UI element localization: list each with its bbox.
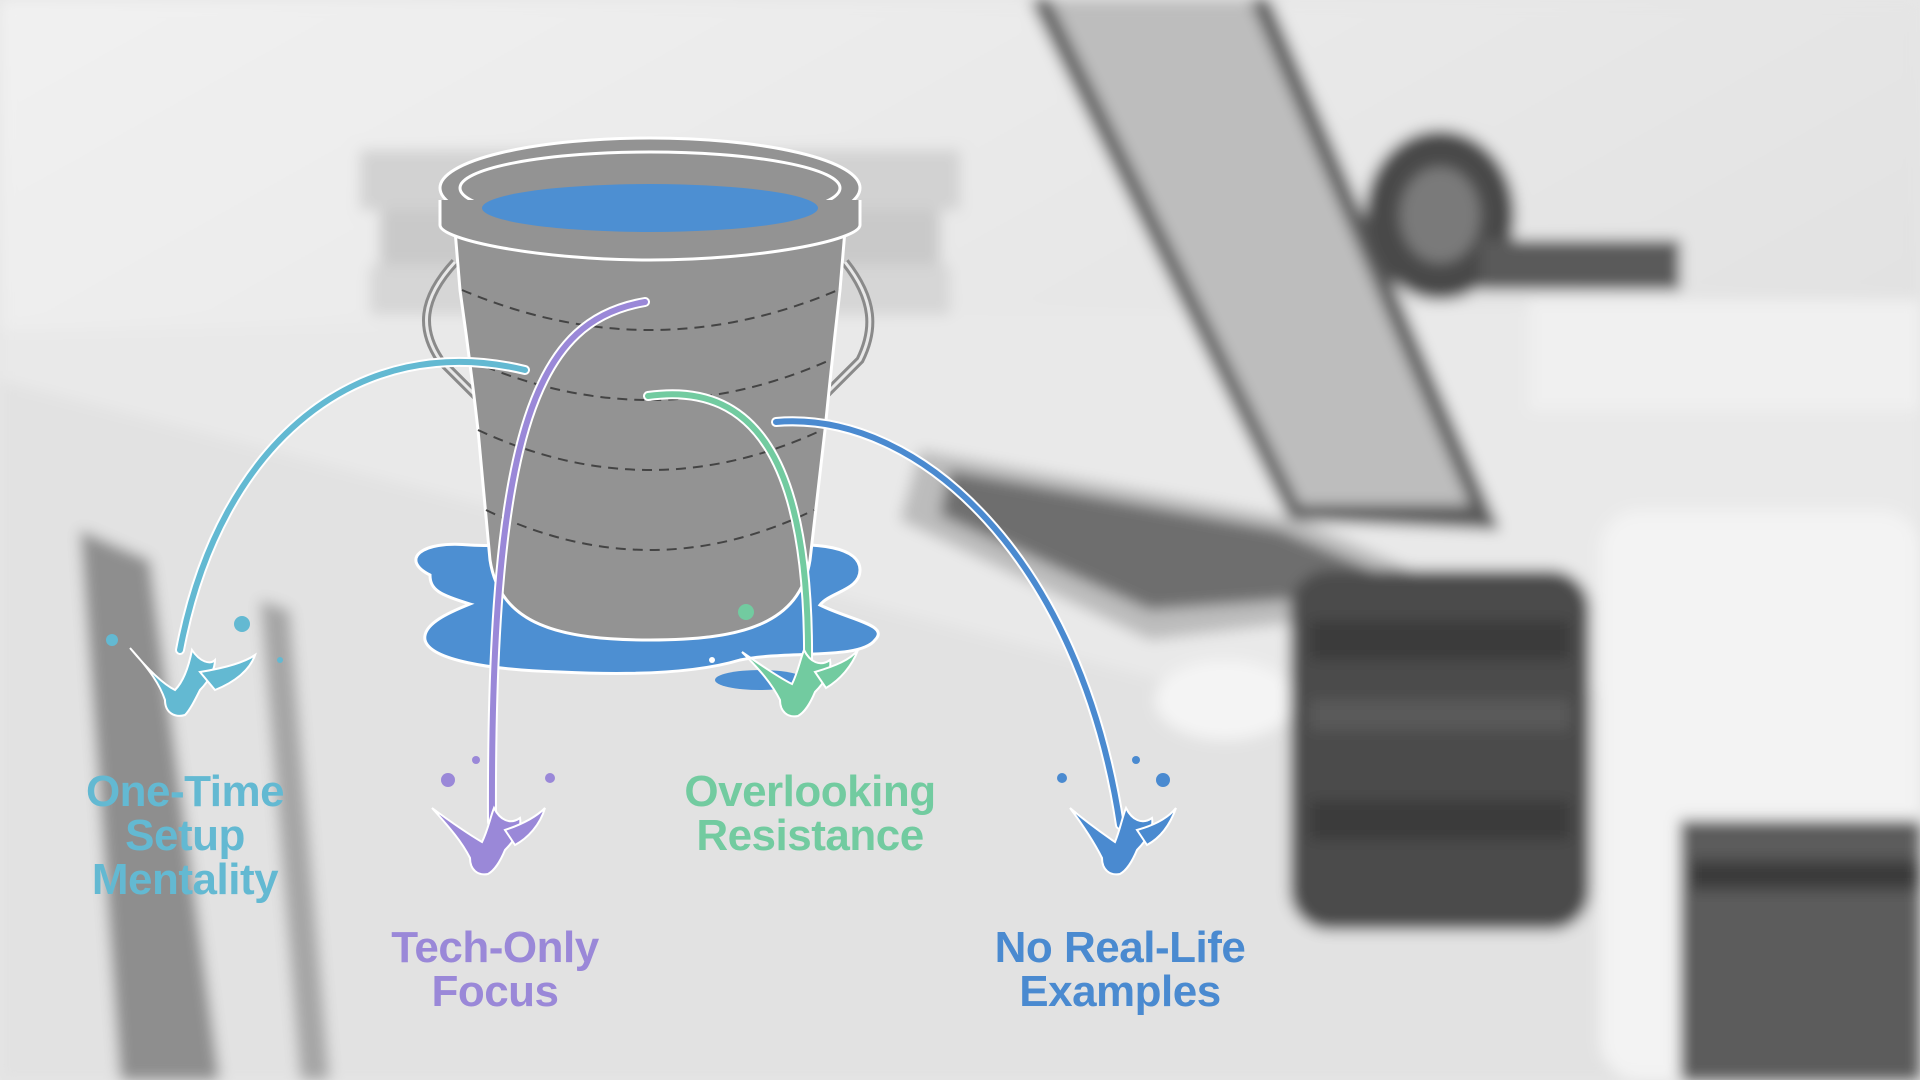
leak-stream-tech-only [431,297,650,876]
leak-stream-real-life [771,416,1177,876]
leak-stream-overlooking [643,389,859,718]
label-line: Mentality [91,855,279,904]
label-line: Overlooking [684,767,936,816]
label-line: One-Time [85,767,285,816]
label-line: Focus [431,967,559,1016]
label-one-time-setup-mentality: One-Time Setup Mentality [60,770,310,902]
bucket [422,136,875,642]
label-line: Setup [125,811,245,860]
label-line: Examples [1019,967,1221,1016]
label-line: Tech-Only [391,923,599,972]
label-no-real-life-examples: No Real-Life Examples [960,926,1280,1014]
leak-stream-one-time [106,356,530,717]
label-line: No Real-Life [994,923,1246,972]
label-tech-only-focus: Tech-Only Focus [365,926,625,1014]
label-line: Resistance [696,811,924,860]
label-overlooking-resistance: Overlooking Resistance [660,770,960,858]
